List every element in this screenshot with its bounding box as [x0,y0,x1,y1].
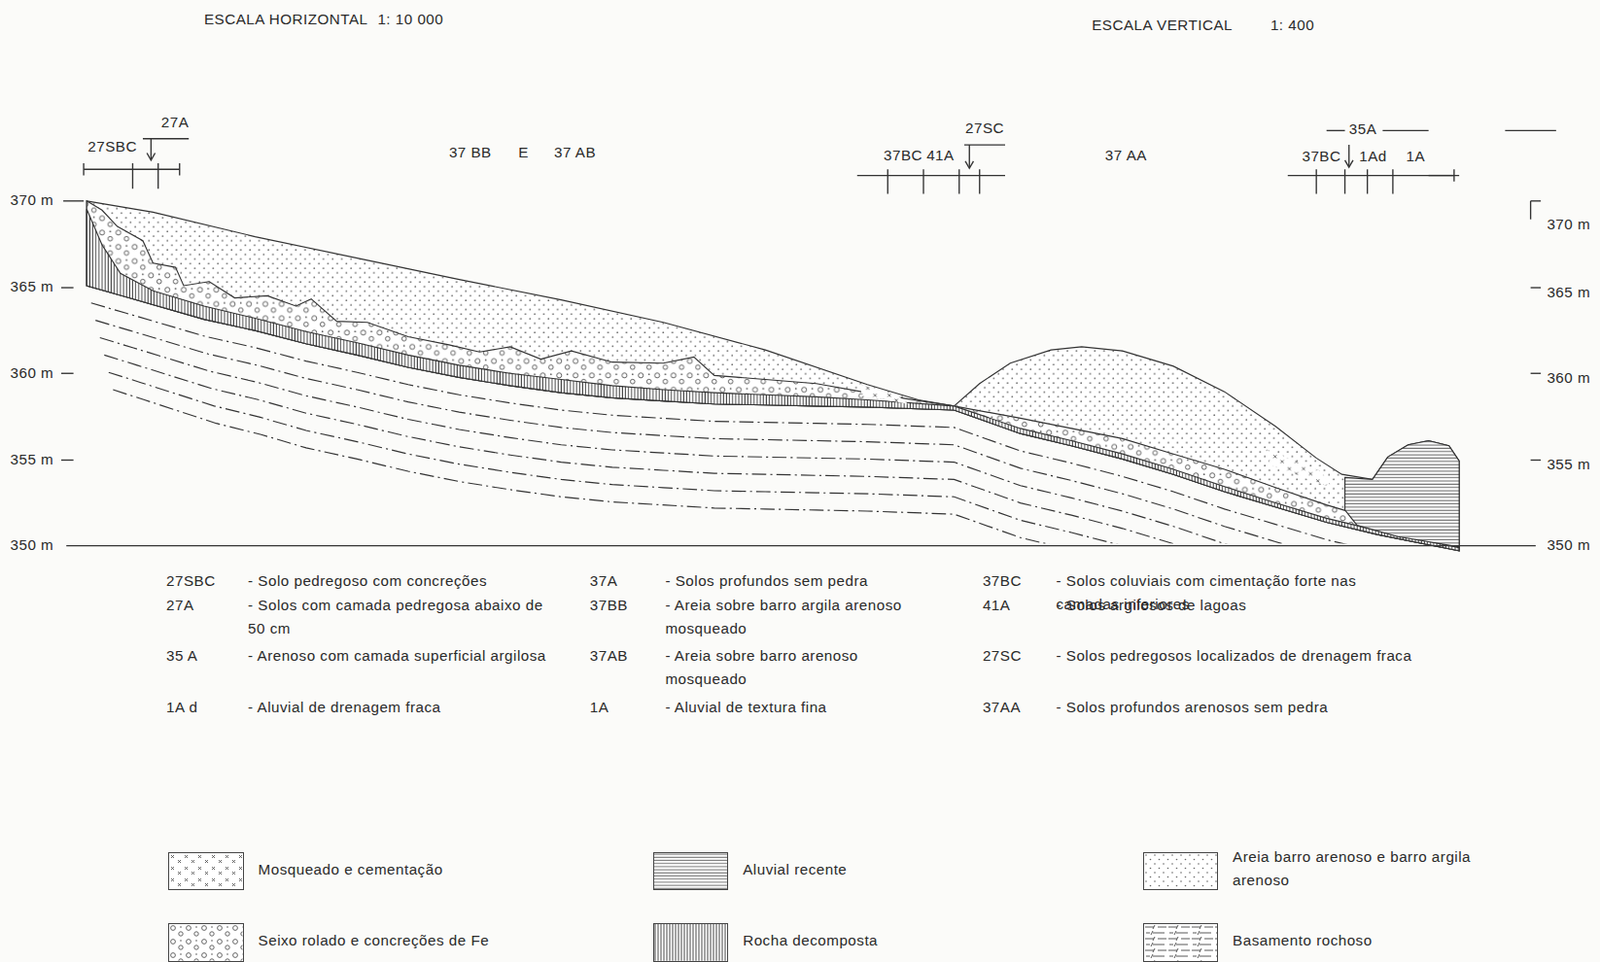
swatch-pattern [169,853,244,891]
legend-swatch [168,852,244,892]
bedrock-line [95,320,1460,545]
label-text: 27SBC [166,569,216,593]
legend-swatch [653,923,730,962]
label-text: 1A [590,695,610,720]
legend-text: Seixo rolado e concreções de Fe [258,929,490,953]
label-text: E [518,140,529,165]
label-text: 355 m [1546,452,1591,477]
bedrock-line [100,337,1460,544]
label-text: - Aluvial de drenagem fraca [247,695,559,720]
label-text: - Solos profundos sem pedra [664,569,940,593]
label-text: 41A [926,143,955,168]
label-text: - Arenoso com camada superficial argilos… [247,644,559,668]
label-text: 1A [1406,144,1427,169]
label-text: 37 AB [554,140,596,165]
bedrock-line [91,303,1460,545]
legend-text: Mosqueado e cementação [258,858,444,882]
label-text: 37A [590,569,619,593]
label-text: 350 m [9,533,54,557]
label-text: 1: 10 000 [377,7,444,32]
swatch-pattern [654,924,729,962]
swatch-pattern [169,924,244,962]
bedrock-line [104,354,1460,544]
swatch-pattern [654,853,729,891]
label-text: 27SBC [87,135,138,159]
label-text: 365 m [1546,280,1591,305]
label-text: 355 m [9,448,54,472]
label-text: 37BC [982,569,1022,593]
sand-layer [86,201,1460,552]
bedrock-line [112,389,1460,545]
label-text: 27A [166,593,195,618]
label-text: - Areia sobre barro arenoso mosqueado [664,644,940,692]
label-text: 37AA [982,695,1021,720]
label-text: 350 m [1546,533,1591,557]
label-text: - Solo pedregoso com concreções [247,569,559,593]
label-text: - Aluvial de textura fina [664,695,940,720]
legend-text: Basamento rochoso [1232,929,1373,953]
label-text: 370 m [1546,212,1591,237]
label-text: ESCALA HORIZONTAL [204,7,369,32]
label-text: 35A [1349,117,1378,141]
legend-swatch [653,852,730,892]
label-text: 37BC [883,143,923,168]
label-text: 360 m [9,361,54,385]
label-text: 27A [161,110,190,135]
swatch-pattern [1144,924,1218,962]
decomposed-rock-layer [86,208,1460,552]
label-text: 360 m [1546,366,1591,390]
alluvial-deposit [1345,441,1461,548]
label-text: 1A d [166,695,198,720]
label-text: 365 m [9,275,54,299]
legend-text: Areia barro arenoso e barro argila areno… [1232,845,1529,893]
label-text: 1Ad [1358,144,1388,169]
label-text: 37BC [1301,144,1341,169]
bedrock-line [108,372,1460,544]
legend-text: Aluvial recente [742,858,847,882]
swatch-pattern [1144,853,1218,891]
mottled-patch [1265,449,1332,488]
label-text: ESCALA VERTICAL [1091,13,1233,37]
label-text: - Solos argilosos de lagoas [1055,593,1413,618]
label-text: 1: 400 [1270,13,1315,37]
label-text: 27SC [965,116,1005,140]
label-text: 370 m [9,188,54,212]
label-text: - Solos com camada pedregosa abaixo de 5… [247,593,559,641]
label-text: 37AB [590,644,628,668]
label-text: 35 A [166,644,198,668]
label-text: - Solos pedregosos localizados de drenag… [1055,644,1413,668]
legend-swatch [1143,923,1219,962]
legend-text: Rocha decomposta [742,929,878,953]
gravel-layer [86,201,1460,552]
label-text: 41A [982,593,1011,618]
label-text: 37BB [590,593,628,618]
label-text: 37 BB [449,140,492,165]
label-text: 37 AA [1105,143,1148,168]
label-text: - Solos profundos arenosos sem pedra [1055,695,1413,720]
label-text: - Areia sobre barro argila arenoso mosqu… [664,593,940,641]
mottled-patch [859,383,908,405]
label-text: 27SC [982,644,1022,668]
legend-swatch [1143,852,1219,892]
legend-swatch [168,923,244,962]
